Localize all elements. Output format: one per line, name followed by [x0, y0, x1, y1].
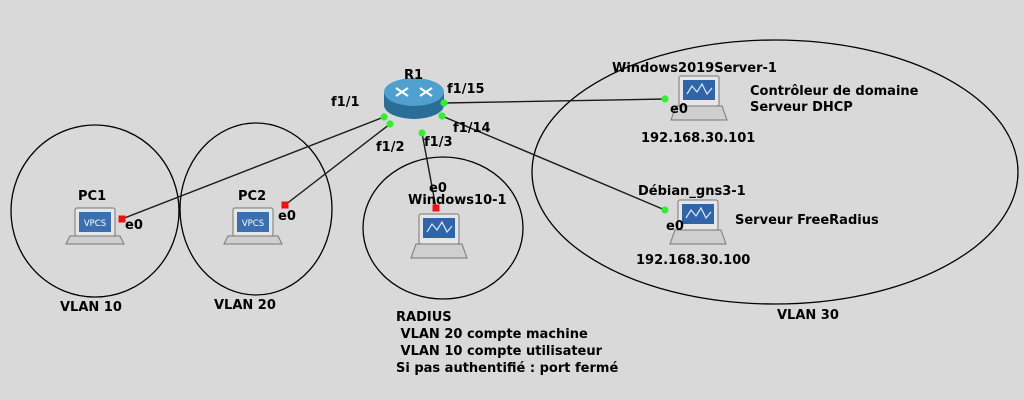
port-status-r1-f1-1: [380, 113, 388, 121]
debian-name-label: Débian_gns3-1: [638, 184, 746, 199]
debian-ip-label: 192.168.30.100: [636, 253, 751, 268]
debian-port-label: e0: [666, 219, 684, 234]
link-r1-server2019[interactable]: [443, 98, 666, 104]
port-label-f1-14: f1/14: [453, 121, 491, 136]
pc2-badge: VPCS: [242, 219, 264, 229]
server2019-port-label: e0: [670, 102, 688, 117]
vlan10-20-radius-zone: [362, 156, 524, 300]
pc1-badge: VPCS: [84, 219, 106, 229]
radius-note-title: RADIUS: [396, 310, 452, 325]
links: [121, 98, 666, 220]
pc2-port-label: e0: [278, 209, 296, 224]
router-icon[interactable]: [384, 78, 444, 119]
radius-note-line1: VLAN 20 compte machine: [396, 327, 588, 342]
port-status-dots: [118, 95, 669, 223]
win10-port-label: e0: [429, 181, 447, 196]
vlan20-label: VLAN 20: [214, 298, 276, 313]
vlan30-label: VLAN 30: [777, 308, 839, 323]
debian-icon[interactable]: [669, 199, 727, 245]
port-status-server2019-e0: [661, 95, 669, 103]
port-label-f1-15: f1/15: [447, 82, 485, 97]
port-status-debian-e0: [661, 206, 669, 214]
vlan10-zone: [10, 124, 180, 298]
vlan30-zone: [531, 39, 1019, 305]
radius-note-line3: Si pas authentifié : port fermé: [396, 361, 619, 376]
port-status-r1-f1-2: [386, 120, 394, 128]
pc1-icon[interactable]: VPCS: [65, 207, 125, 245]
server2019-name-label: Windows2019Server-1: [612, 61, 777, 76]
server2019-role-line2: Serveur DHCP: [750, 100, 853, 115]
port-status-win10-e0: [432, 204, 440, 212]
server2019-role-line1: Contrôleur de domaine: [750, 84, 919, 99]
link-r1-pc2[interactable]: [284, 123, 391, 206]
server2019-ip-label: 192.168.30.101: [641, 131, 756, 146]
port-label-f1-2: f1/2: [376, 140, 405, 155]
pc2-name-label: PC2: [238, 189, 267, 204]
radius-note-line2: VLAN 10 compte utilisateur: [396, 344, 603, 359]
win10-icon[interactable]: [410, 213, 468, 259]
port-status-pc1-e0: [118, 215, 126, 223]
port-status-r1-f1-14: [438, 112, 446, 120]
debian-role-label: Serveur FreeRadius: [735, 213, 879, 228]
port-label-f1-3: f1/3: [424, 135, 453, 150]
port-status-r1-f1-3: [418, 129, 426, 137]
link-r1-pc1[interactable]: [121, 116, 385, 220]
pc1-port-label: e0: [125, 218, 143, 233]
pc2-icon[interactable]: VPCS: [223, 207, 283, 245]
router-name-label: R1: [404, 68, 424, 83]
pc1-name-label: PC1: [78, 189, 107, 204]
link-r1-debian[interactable]: [441, 115, 666, 211]
win10-name-label: Windows10-1: [408, 193, 507, 208]
vlan10-label: VLAN 10: [60, 300, 122, 315]
server2019-icon[interactable]: [670, 75, 728, 121]
vlan20-zone: [179, 122, 333, 296]
port-status-pc2-e0: [281, 201, 289, 209]
port-status-r1-f1-15: [440, 99, 448, 107]
port-label-f1-1: f1/1: [331, 95, 360, 110]
link-r1-win10[interactable]: [421, 132, 437, 209]
